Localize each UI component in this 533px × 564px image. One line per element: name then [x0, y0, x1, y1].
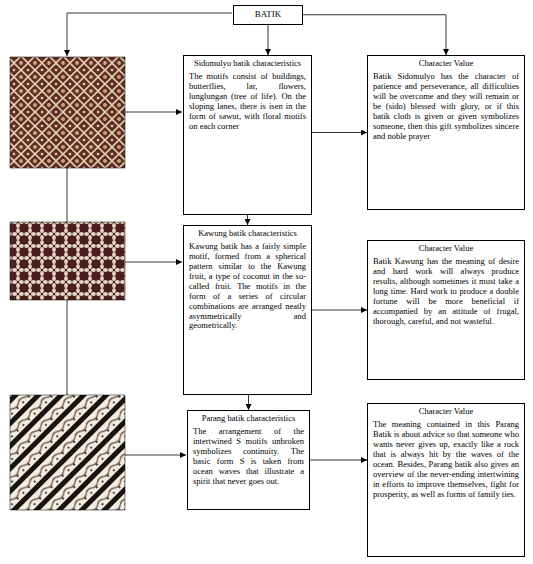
connector-arrow — [310, 460, 367, 461]
root-to-photo-arrow — [67, 13, 232, 56]
connector-arrow — [312, 310, 367, 311]
box-heading: Character Value — [373, 244, 519, 254]
connector-arrow — [247, 215, 248, 225]
box-body-text: Batik Sidomulyo has the character of pat… — [373, 72, 519, 142]
root-box: BATIK — [233, 5, 303, 25]
characteristics-box: Sidomulyo batik characteristicsThe motif… — [183, 55, 312, 215]
character-value-box: Character ValueBatik Kawung has the mean… — [367, 240, 525, 380]
photo-link-line — [67, 168, 68, 222]
character-value-box: Character ValueThe meaning contained in … — [367, 403, 525, 557]
parang-batik-photo — [10, 395, 125, 510]
box-body-text: The arrangement of the intertwined S mot… — [193, 427, 304, 487]
connector-arrow — [248, 395, 249, 410]
box-body-text: The motifs consist of buildings, butterf… — [189, 72, 306, 132]
photo-to-box-arrow — [125, 455, 186, 456]
box-heading: Character Value — [373, 407, 519, 417]
character-value-box: Character ValueBatik Sidomulyo has the c… — [367, 55, 525, 210]
box-body-text: Batik Kawung has the meaning of desire a… — [373, 257, 519, 327]
connector-arrow — [312, 132, 367, 133]
photo-to-box-arrow — [125, 112, 182, 113]
box-heading: BATIK — [239, 9, 297, 20]
box-heading: Parang batik characteristics — [193, 414, 304, 424]
photo-link-line — [67, 300, 68, 395]
box-heading: Character Value — [373, 59, 519, 69]
connector-arrow — [268, 25, 269, 55]
characteristics-box: Parang batik characteristicsThe arrangem… — [187, 410, 310, 510]
connector-arrow — [303, 15, 446, 55]
photo-to-box-arrow — [125, 262, 182, 263]
sidomulyo-batik-photo — [10, 57, 125, 168]
box-heading: Sidomulyo batik characteristics — [189, 59, 306, 69]
box-heading: Kawung batik characteristics — [189, 229, 306, 239]
kawung-batik-photo — [10, 222, 125, 300]
box-body-text: Kawung batik has a fairly simple motif, … — [189, 242, 306, 331]
characteristics-box: Kawung batik characteristicsKawung batik… — [183, 225, 312, 395]
box-body-text: The meaning contained in this Parang Bat… — [373, 420, 519, 500]
